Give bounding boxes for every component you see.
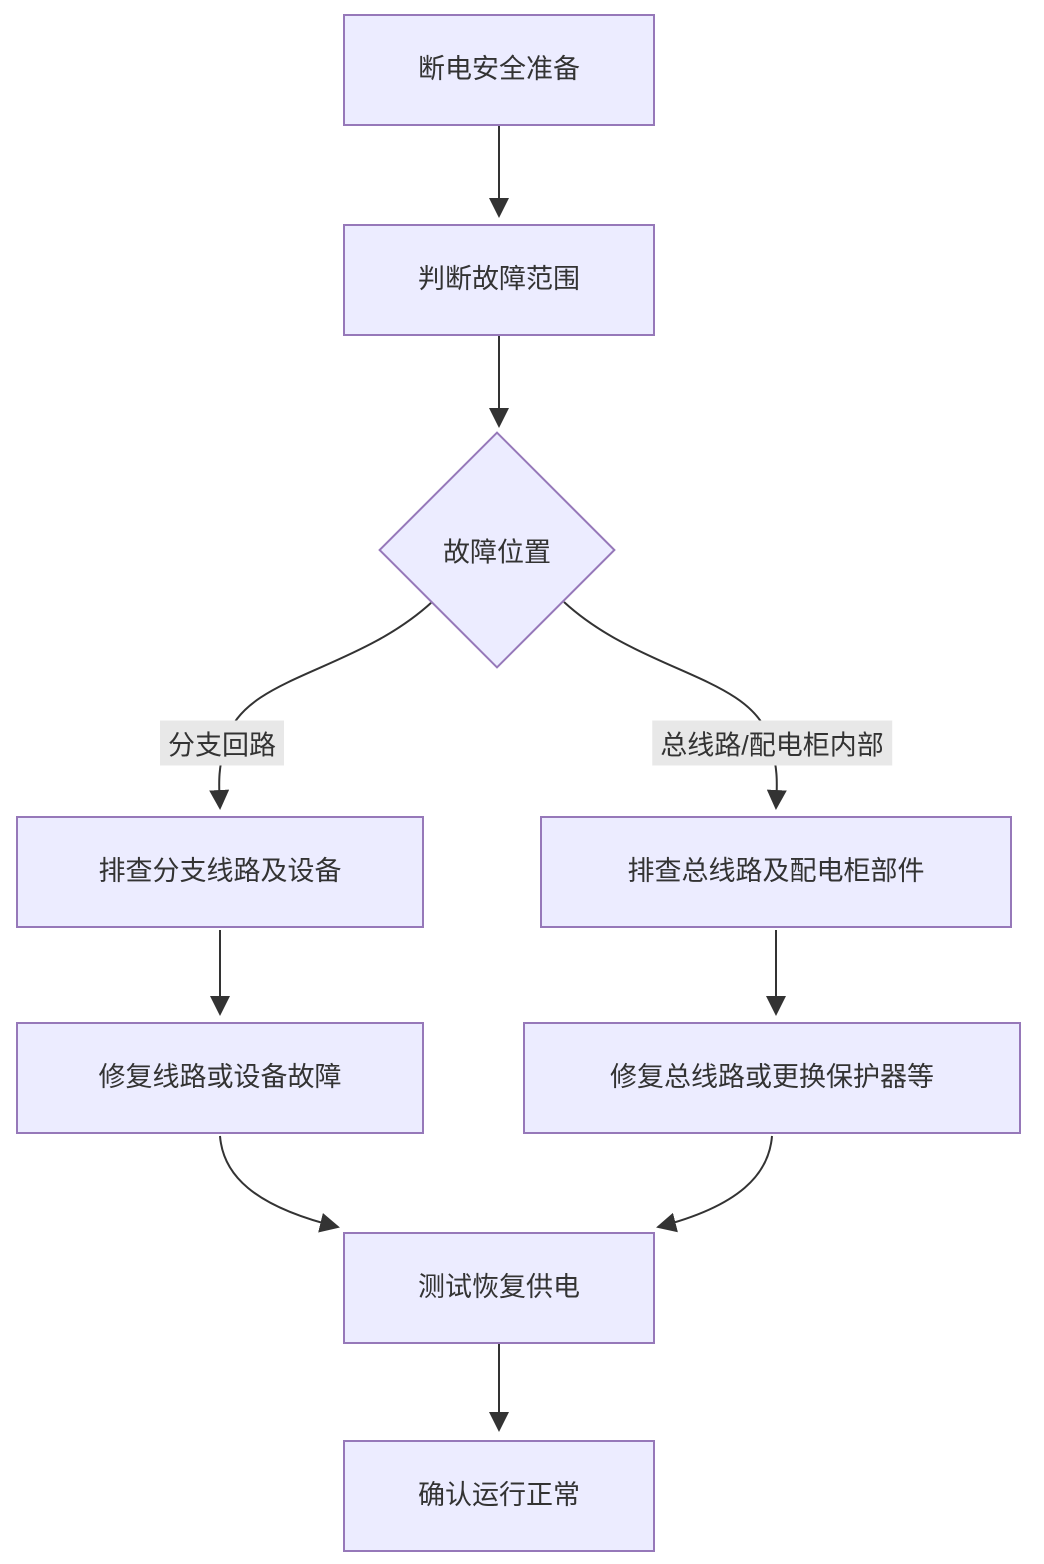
node-branch-check-label: 排查分支线路及设备 <box>98 856 342 887</box>
node-main-check: 排查总线路及配电柜部件 <box>540 816 1012 928</box>
node-main-fix: 修复总线路或更换保护器等 <box>523 1022 1021 1134</box>
edge-decision-main-check <box>563 601 787 810</box>
node-scope-label: 判断故障范围 <box>418 264 580 295</box>
edge-label-main: 总线路/配电柜内部 <box>652 720 892 766</box>
edge-decision-branch-check <box>209 601 433 810</box>
node-branch-fix-label: 修复线路或设备故障 <box>98 1062 342 1093</box>
node-scope: 判断故障范围 <box>343 224 655 336</box>
node-main-check-label: 排查总线路及配电柜部件 <box>627 856 925 887</box>
node-confirm-label: 确认运行正常 <box>418 1480 580 1511</box>
node-confirm: 确认运行正常 <box>343 1440 655 1552</box>
node-branch-fix: 修复线路或设备故障 <box>16 1022 424 1134</box>
edge-main-fix-test <box>656 1135 773 1233</box>
node-branch-check: 排查分支线路及设备 <box>16 816 424 928</box>
node-prepare: 断电安全准备 <box>343 14 655 126</box>
edge-branch-fix-test <box>219 1135 340 1233</box>
node-decision-label: 故障位置 <box>443 537 551 568</box>
edge-label-branch: 分支回路 <box>160 720 284 766</box>
node-test: 测试恢复供电 <box>343 1232 655 1344</box>
node-test-label: 测试恢复供电 <box>418 1272 580 1303</box>
node-main-fix-label: 修复总线路或更换保护器等 <box>610 1062 934 1093</box>
node-prepare-label: 断电安全准备 <box>418 54 580 85</box>
